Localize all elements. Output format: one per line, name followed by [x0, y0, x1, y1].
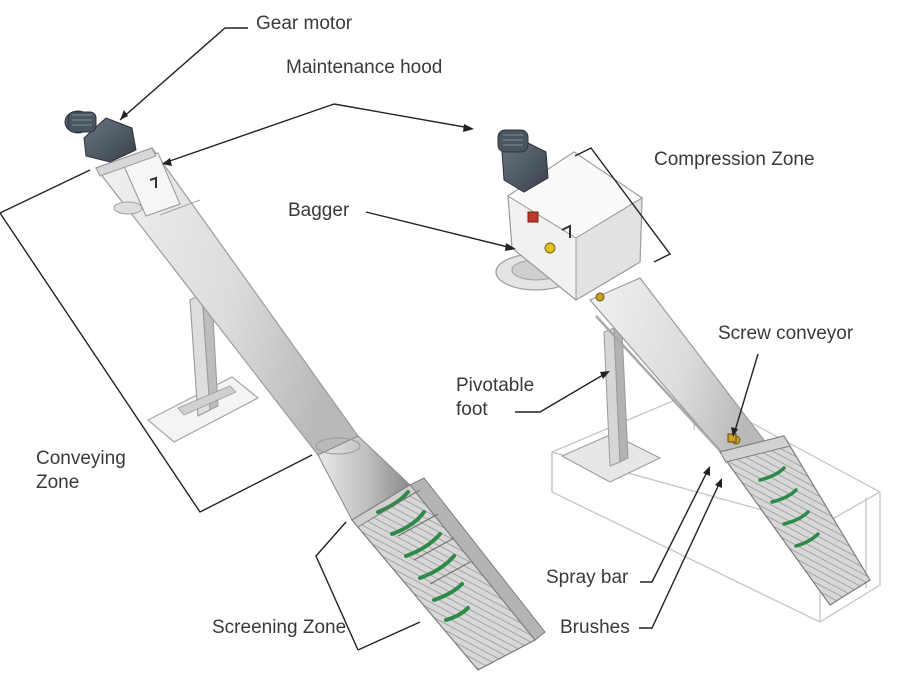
leader-lines: [0, 27, 759, 651]
label-conveying-zone: Conveying Zone: [36, 448, 126, 493]
right-screen-unit: [495, 129, 881, 623]
label-compression-zone: Compression Zone: [654, 149, 815, 170]
label-brushes: Brushes: [560, 617, 630, 638]
label-maintenance-hood: Maintenance hood: [286, 57, 443, 78]
right-screw-spiral: [758, 466, 820, 548]
left-gear-motor: [64, 110, 137, 163]
label-gear-motor: Gear motor: [256, 13, 353, 34]
compression-hood-handle: [561, 224, 571, 238]
label-pivotable-foot: Pivotable foot: [456, 375, 535, 420]
left-screen-unit: [64, 110, 546, 671]
label-spray-bar: Spray bar: [546, 567, 629, 588]
left-screw-spiral: [376, 490, 470, 622]
left-hood-handle: [149, 176, 157, 188]
pivotable-foot: [560, 327, 662, 483]
label-bagger: Bagger: [288, 200, 350, 221]
right-screening-trough: [718, 433, 871, 606]
label-screening-zone: Screening Zone: [212, 617, 347, 638]
right-gear-motor: [497, 129, 549, 193]
label-screw-conveyor: Screw conveyor: [718, 323, 854, 344]
left-screening-trough: [351, 477, 546, 671]
compression-housing: [507, 151, 643, 301]
spray-bar-pipe: [595, 315, 737, 469]
